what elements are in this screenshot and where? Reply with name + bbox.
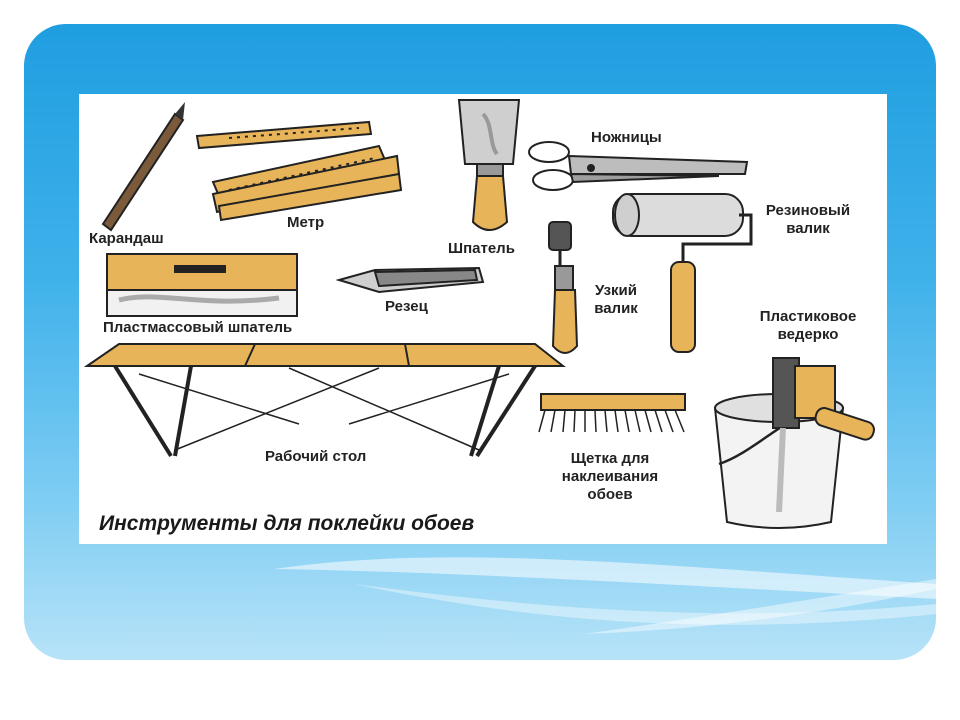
scissors-icon: [528, 141, 749, 191]
label-narrow-roller-line1: Узкий: [595, 282, 637, 299]
label-rubber-roller: Резиновый валик: [755, 202, 861, 238]
label-brush-line2: наклеивания: [561, 468, 659, 485]
label-brush-line1: Щетка для: [570, 450, 650, 467]
label-cutter: Резец: [385, 298, 428, 315]
narrow-roller-icon: [548, 221, 579, 354]
pencil-icon: [101, 102, 185, 232]
label-pencil: Карандаш: [89, 230, 164, 247]
label-meter: Метр: [287, 214, 325, 231]
label-narrow-roller: Узкий валик: [581, 282, 651, 318]
work-table-icon: [83, 343, 566, 458]
illustration-caption: Инструменты для поклейки обоев: [99, 512, 475, 535]
label-rubber-roller-line1: Резиновый: [765, 202, 851, 219]
label-narrow-roller-line2: валик: [594, 300, 638, 317]
label-rubber-roller-line2: валик: [786, 220, 830, 237]
cutter-icon: [335, 266, 485, 294]
label-bucket-line2: ведерко: [777, 326, 839, 343]
rubber-roller-icon: [612, 193, 753, 353]
label-table: Рабочий стол: [265, 448, 367, 465]
decorative-waves: [274, 557, 936, 634]
label-brush: Щетка для наклеивания обоев: [545, 450, 675, 504]
spatula-icon: [457, 99, 521, 231]
tools-drawing: [83, 99, 875, 529]
tools-illustration: Карандаш Метр Шпатель Ножницы Резиновый …: [79, 94, 887, 544]
plastic-spatula-icon: [106, 253, 298, 317]
label-brush-line3: обоев: [587, 486, 633, 503]
label-plastic-spatula: Пластмассовый шпатель: [103, 319, 293, 336]
label-bucket-line1: Пластиковое: [759, 308, 857, 325]
label-bucket: Пластиковое ведерко: [743, 308, 873, 344]
label-scissors: Ножницы: [591, 129, 662, 146]
label-spatula: Шпатель: [448, 240, 515, 257]
bucket-icon: [713, 357, 875, 529]
meter-icon: [195, 120, 403, 222]
brush-icon: [538, 393, 686, 433]
